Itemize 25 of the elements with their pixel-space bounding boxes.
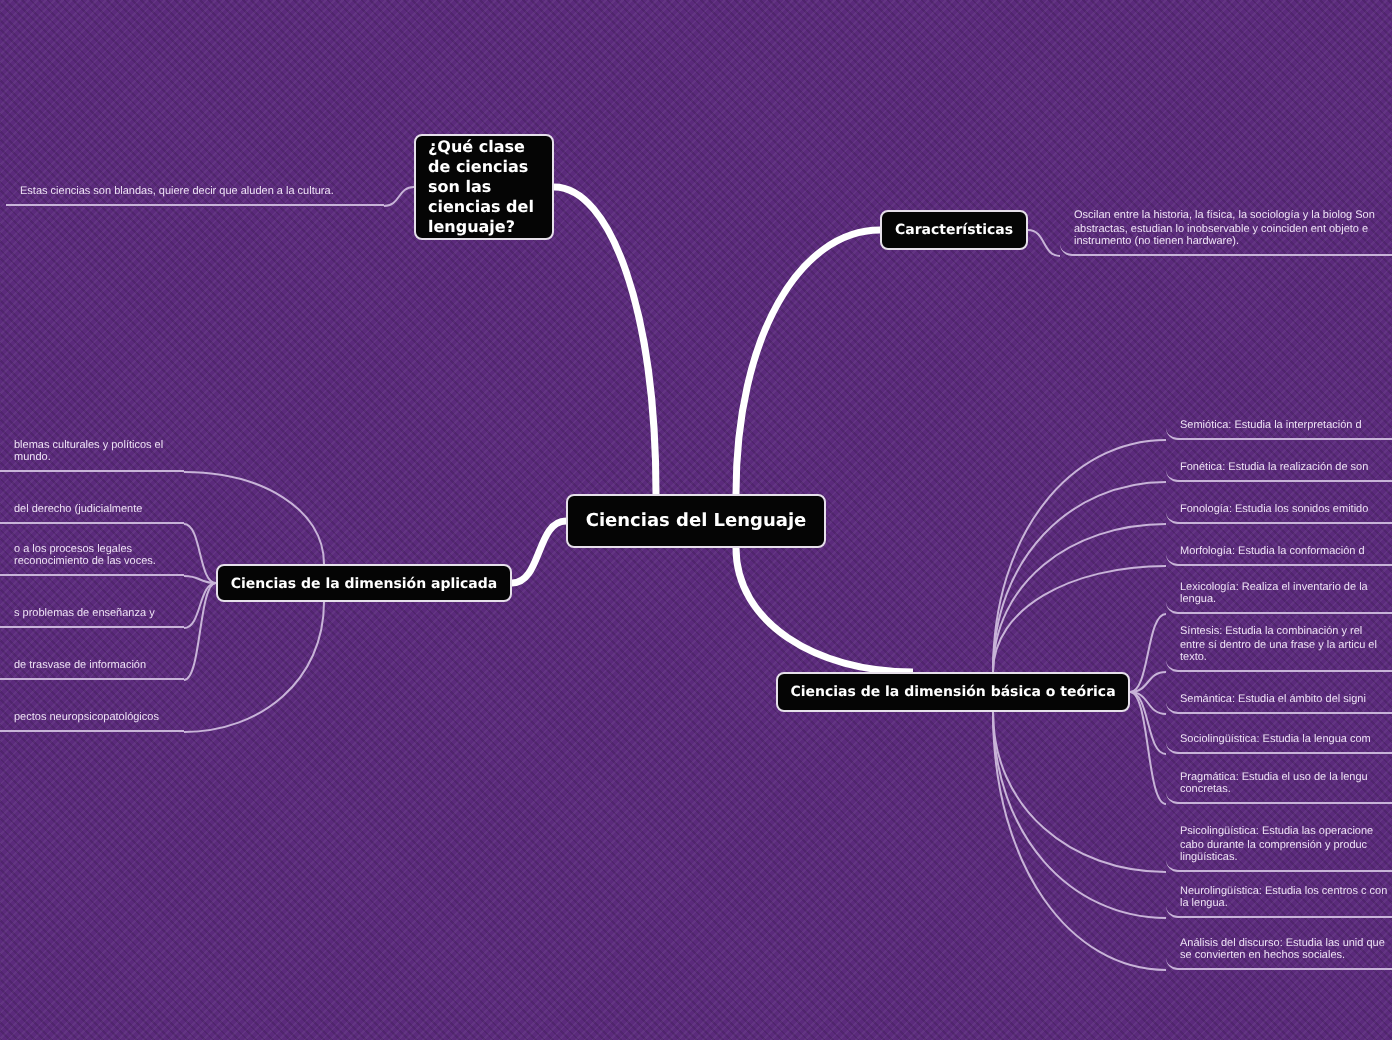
branch-line (183, 471, 325, 565)
branch-line (183, 575, 217, 584)
topic-box: ¿Qué clase de ciencias son las ciencias del lenguaje? (414, 134, 554, 240)
underline-branch (1166, 456, 1392, 482)
branch-line (511, 517, 567, 587)
branch-line (553, 183, 660, 495)
underline-branch (1166, 540, 1392, 566)
underline-branch (1166, 728, 1392, 754)
branch-line (1129, 691, 1167, 715)
branch-line (732, 547, 914, 676)
branch-line (183, 582, 217, 681)
branch-line (1129, 613, 1167, 693)
branch-line (183, 601, 325, 733)
branch-line (1129, 671, 1167, 693)
branch-line (732, 226, 881, 495)
branch-line (383, 186, 415, 207)
branch-line (992, 565, 1167, 673)
branch-line (1027, 229, 1061, 257)
branch-line (183, 582, 217, 629)
branch-line (183, 523, 217, 584)
central-topic-box: Ciencias del Lenguaje (566, 494, 826, 548)
branch-line (992, 711, 1167, 971)
branch-line (1129, 691, 1167, 805)
branch-line (1129, 691, 1167, 755)
underline-branch (1166, 498, 1392, 524)
